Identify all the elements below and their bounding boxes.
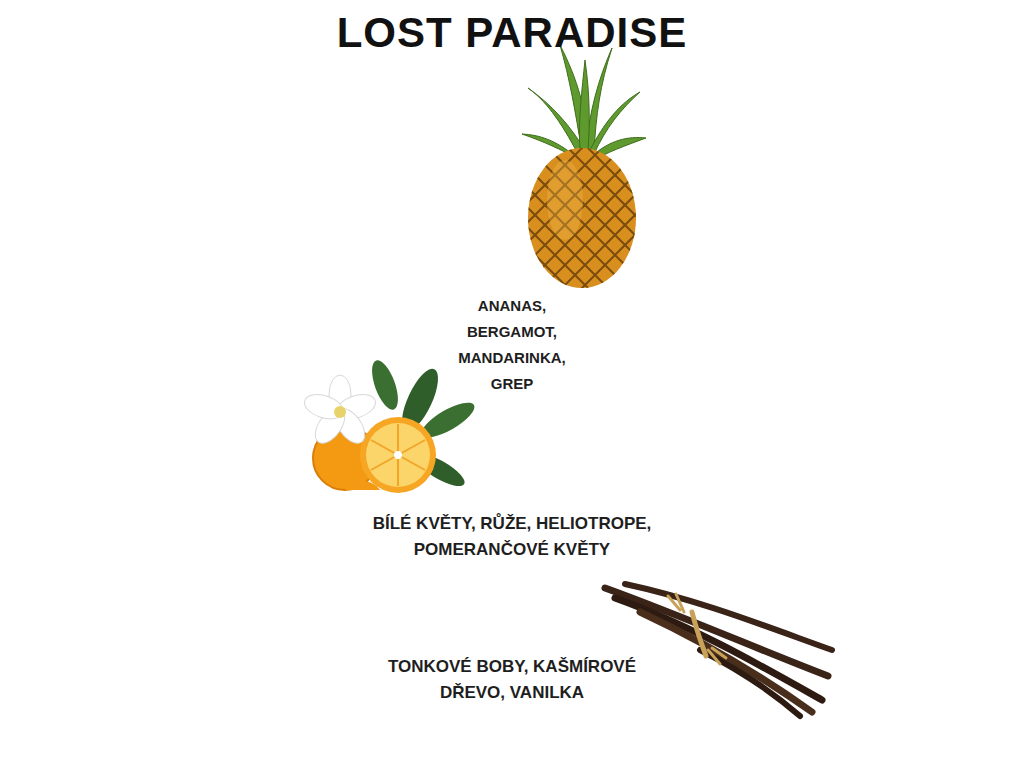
band-fill — [371, 155, 652, 405]
pyramid-band: BÍLÉ KVĚTY, RŮŽE, HELIOTROPE, POMERANČOV… — [274, 411, 750, 578]
note-list: TONKOVÉ BOBY, KAŠMÍROVÉ DŘEVO, VANILKA — [362, 654, 662, 706]
band-shape — [190, 584, 834, 727]
diagram-title: LOST PARADISE — [0, 0, 1024, 58]
note-list: ANANAS, BERGAMOT, MANDARINKA, GREP — [437, 293, 587, 397]
pineapple-crown — [522, 45, 646, 162]
band-fill — [274, 411, 750, 578]
pyramid-band: ANANAS, BERGAMOT, MANDARINKA, GREP — [371, 155, 652, 405]
band-shape — [371, 155, 652, 405]
note-list: BÍLÉ KVĚTY, RŮŽE, HELIOTROPE, POMERANČOV… — [332, 511, 692, 563]
band-fill — [190, 584, 834, 727]
orange-blossom — [301, 357, 479, 493]
pyramid-band: TONKOVÉ BOBY, KAŠMÍROVÉ DŘEVO, VANILKA — [190, 584, 834, 727]
vanilla-pods — [605, 584, 832, 716]
pineapple-body — [510, 110, 660, 320]
